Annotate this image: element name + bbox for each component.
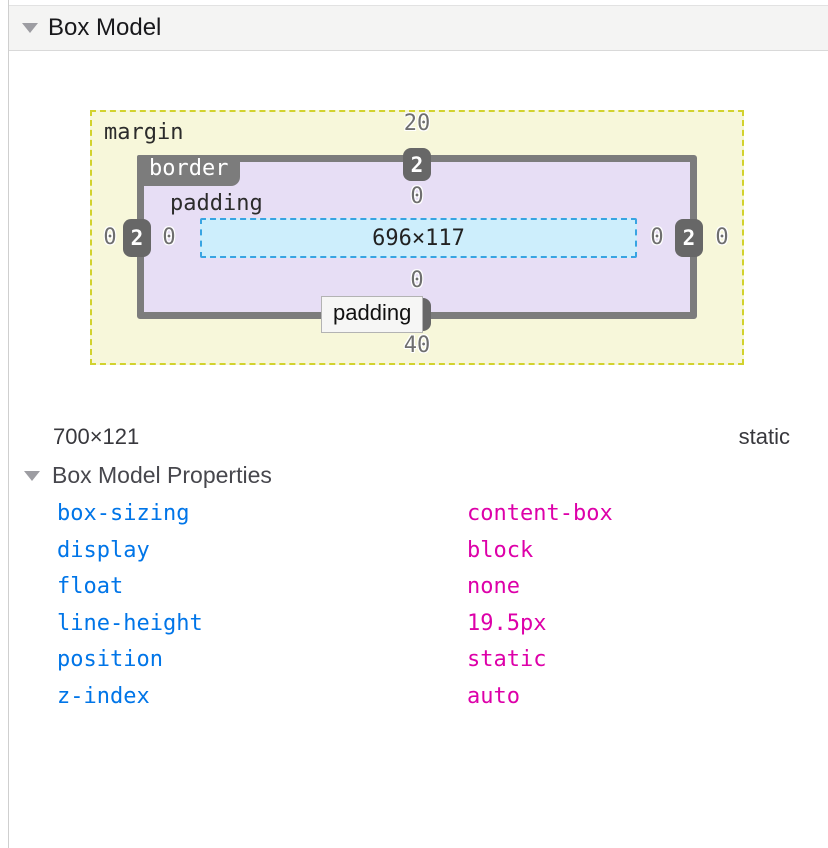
collapse-triangle-icon[interactable] (22, 23, 38, 33)
property-name: line-height (57, 610, 203, 636)
property-value: static (467, 647, 547, 672)
content-region: 696×117 (200, 218, 637, 258)
margin-bottom-value[interactable]: 40 (403, 333, 431, 358)
content-dimensions: 696×117 (372, 225, 465, 251)
property-name: display (57, 537, 150, 563)
property-name: z-index (57, 683, 150, 709)
property-row: position static (57, 647, 777, 684)
collapse-triangle-icon[interactable] (24, 470, 40, 481)
panel-title: Box Model (48, 14, 162, 41)
properties-header[interactable]: Box Model Properties (9, 462, 272, 489)
margin-label: margin (104, 120, 184, 145)
properties-title: Box Model Properties (52, 462, 272, 488)
padding-left-value[interactable]: 0 (162, 225, 176, 250)
property-value: block (467, 537, 534, 563)
margin-top-value[interactable]: 20 (403, 111, 431, 136)
border-label: border (137, 155, 241, 186)
margin-right-value[interactable]: 0 (715, 225, 729, 250)
element-position: static (738, 424, 790, 449)
panel-header[interactable]: Box Model (9, 5, 828, 51)
property-row: box-sizing content-box (57, 501, 777, 538)
border-right-value[interactable]: 2 (675, 219, 703, 257)
property-name: position (57, 647, 163, 672)
properties-list: box-sizing content-box display block flo… (57, 501, 777, 720)
property-row: z-index auto (57, 684, 777, 721)
property-name: box-sizing (57, 501, 190, 526)
property-row: float none (57, 574, 777, 611)
padding-label: padding (170, 191, 263, 216)
element-dimensions: 700×121 (53, 424, 140, 449)
property-row: line-height 19.5px (57, 611, 777, 648)
region-tooltip: padding (321, 296, 424, 333)
property-value: content-box (467, 501, 613, 526)
property-value: auto (467, 683, 520, 709)
border-top-value[interactable]: 2 (403, 148, 431, 181)
property-value: 19.5px (467, 610, 547, 636)
panel-left-divider (8, 0, 9, 848)
border-left-value[interactable]: 2 (123, 219, 151, 257)
padding-top-value[interactable]: 0 (410, 184, 424, 209)
property-name: float (57, 574, 124, 599)
padding-bottom-value[interactable]: 0 (410, 268, 424, 293)
property-value: none (467, 574, 520, 599)
padding-right-value[interactable]: 0 (650, 225, 664, 250)
margin-left-value[interactable]: 0 (103, 225, 117, 250)
property-row: display block (57, 538, 777, 575)
